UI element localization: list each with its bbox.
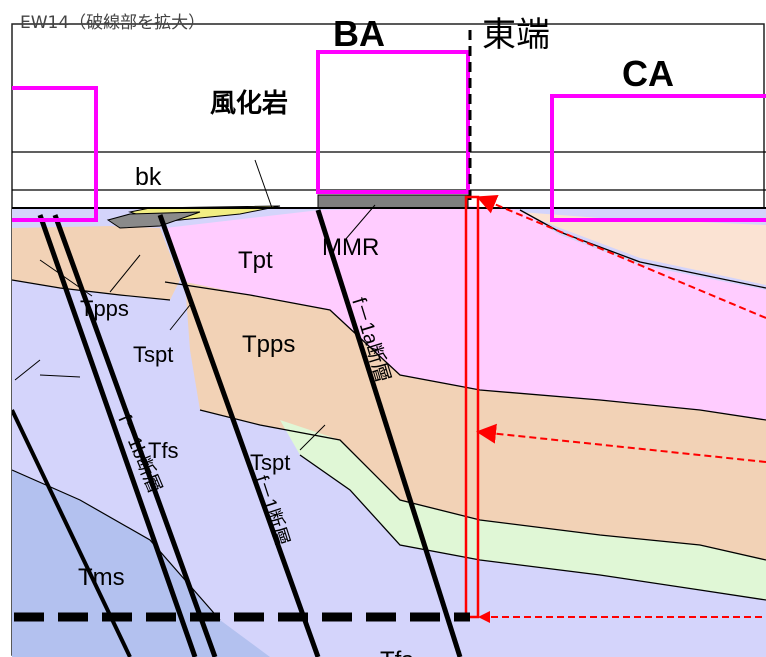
tpt-label: Tpt — [238, 247, 273, 274]
weathered-rock-label: 風化岩 — [210, 88, 288, 118]
leader-mmr — [344, 204, 376, 241]
tspt-left-label: Tspt — [133, 342, 173, 367]
bk-label: bk — [135, 163, 162, 191]
red-arrow-mid — [476, 423, 766, 463]
mmr-label: MMR — [322, 234, 379, 261]
unit-upper-right-area — [520, 212, 766, 285]
mmr-block — [317, 194, 469, 209]
boundary-upper-right — [519, 209, 766, 289]
tpps-left-label: Tpps — [80, 296, 129, 321]
fault-line-f1 — [157, 214, 321, 657]
red-column-box — [464, 195, 480, 619]
fault-line-1 — [37, 214, 198, 657]
tfs-bottom-label: Tfs — [380, 647, 413, 657]
caption: EW14（破線部を拡大） — [20, 13, 205, 33]
red-arrow-bottom-head — [478, 611, 490, 623]
unit-tpps-left-area — [12, 226, 180, 300]
leader-tpps-2 — [109, 254, 141, 293]
boundary-tpt-tpps — [164, 281, 766, 421]
tfs-label: Tfs — [148, 438, 179, 463]
tms-label: Tms — [78, 564, 125, 591]
boundary-left-tpps — [12, 279, 171, 301]
building-left-outline — [12, 86, 98, 222]
tspt-mid-label: Tspt — [250, 450, 290, 475]
building-ba-label: BA — [333, 13, 385, 54]
unit-tms-area — [12, 470, 270, 657]
leader-tpps-1 — [39, 259, 93, 297]
boundary-tspt-tfs — [299, 454, 766, 601]
fault-line-f1a — [315, 209, 463, 657]
leader-left-2 — [39, 374, 81, 378]
building-ba-outline — [316, 50, 470, 194]
red-arrow-top — [476, 194, 766, 319]
east-end-label: 東端 — [482, 16, 550, 54]
building-ca-outline — [550, 94, 766, 222]
boundary-tpps-tspt — [199, 409, 766, 561]
leader-tspt-mid — [299, 424, 326, 451]
leader-left-1 — [14, 359, 41, 381]
building-ca-label: CA — [622, 53, 674, 94]
leader-weathered — [254, 159, 273, 209]
weathered-rock-dark — [106, 211, 201, 229]
unit-tspt-area — [280, 420, 766, 600]
unit-tpps-mid-area — [185, 282, 766, 560]
leader-tspt — [169, 304, 191, 331]
tpps-mid-label: Tpps — [242, 331, 295, 358]
